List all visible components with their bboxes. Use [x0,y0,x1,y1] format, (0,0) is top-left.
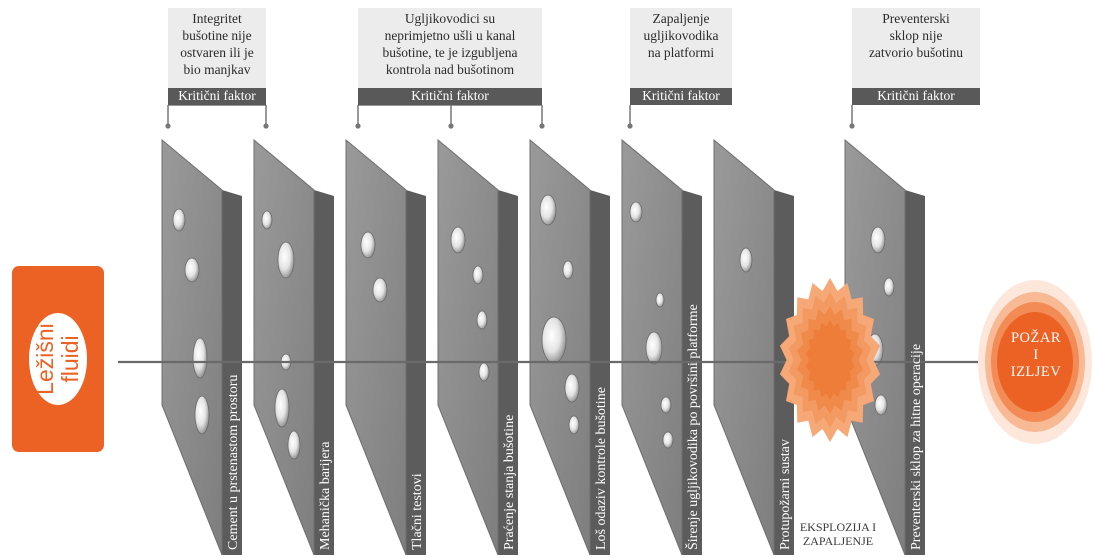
barrier-labels: Cement u prstenastom prostoru Mehanička b… [226,304,924,550]
critical-factor-label-1: Kritični faktor [168,88,266,105]
critical-factor-label-2: Kritični faktor [358,88,542,105]
explosion-layer [805,320,855,400]
barrier-label-4: Praćenje stanja bušotine [502,415,517,550]
panel-side-face [222,190,242,555]
outcome-label: POŽAR I IZLJEV [1010,330,1062,380]
panel-hole [562,260,574,280]
outcome-circle [978,280,1092,444]
panel-hole [261,210,273,230]
barrier-panel-2 [253,138,334,556]
source-label: Ležišni fluidi [32,323,83,395]
panel-hole [360,231,376,259]
barrier-label-3: Tlačni testovi [410,473,425,550]
panel-side-face [406,190,426,555]
panel-front-face [713,138,775,556]
panel-side-face [682,190,702,555]
barrier-panel-3 [345,138,426,556]
panel-hole [277,241,295,279]
panel-hole [274,388,290,428]
panel-hole [662,431,674,449]
outcome-core [997,312,1073,412]
panel-hole [372,277,388,303]
panel-side-face [314,190,334,555]
source-box: Ležišni fluidi [12,266,104,452]
critical-factor-description-1: Integritet bušotine nije ostvaren ili je… [168,8,266,88]
panel-front-face [253,138,315,556]
panel-hole [194,395,210,435]
barrier-label-7: Protupožarni sustav [778,439,793,550]
factor-drop-dot [165,123,171,129]
panel-hole [450,226,466,254]
barrier-panel-1 [161,138,242,556]
panel-front-face [161,138,223,556]
panel-front-face [437,138,499,556]
critical-factor-label-4: Kritični faktor [852,88,980,105]
panel-front-face [345,138,407,556]
barrier-label-2: Mehanička barijera [318,441,333,550]
factor-drop-dot [627,123,633,129]
barrier-panel-5 [529,138,610,556]
panel-hole [655,292,665,308]
panel-hole [883,277,895,297]
factor-connectors [165,104,855,129]
barrier-panel-4 [437,138,518,556]
factor-drop-dot [448,123,454,129]
barrier-label-6: Širenje ugljikovodika po površini platfo… [684,304,701,550]
factor-drop-dot [263,123,269,129]
panel-hole [478,362,490,382]
factor-drop-dot [355,123,361,129]
panel-hole [539,194,557,226]
barrier-label-8: Preventerski sklop za hitne operacije [909,344,924,550]
critical-factor-description-4: Preventerski sklop nije zatvorio bušotin… [852,8,980,88]
panel-hole [645,331,663,365]
panel-hole [629,201,643,223]
panel-side-face [498,190,518,555]
panel-side-face [905,190,925,555]
panel-hole [874,394,888,416]
barrier-label-5: Loš odaziv kontrole bušotine [594,387,609,550]
barrier-label-1: Cement u prstenastom prostoru [226,375,241,550]
factor-drop-dot [539,123,545,129]
barrier-panel-6 [621,138,702,556]
critical-factor-label-3: Kritični faktor [630,88,732,105]
panel-hole [192,337,208,379]
panel-hole [870,226,886,254]
panel-side-face [590,190,610,555]
source-oval [29,313,87,405]
panel-hole [660,396,672,414]
factor-drop-dot [849,123,855,129]
panel-hole [184,257,200,283]
critical-factor-description-2: Ugljikovodici su neprimjetno ušli u kana… [358,8,542,88]
critical-factor-description-3: Zapaljenje ugljikovodika na platformi [630,8,732,88]
panel-hole [568,415,580,435]
explosion-shape [779,278,881,442]
panel-hole [541,316,567,364]
panel-hole [472,265,484,285]
explosion-label: EKSPLOZIJA I ZAPALJENJE [799,520,877,548]
panel-hole [476,310,488,330]
panel-hole [739,247,753,273]
panel-hole [172,208,186,232]
panel-hole [287,430,301,460]
panel-hole [564,373,580,403]
